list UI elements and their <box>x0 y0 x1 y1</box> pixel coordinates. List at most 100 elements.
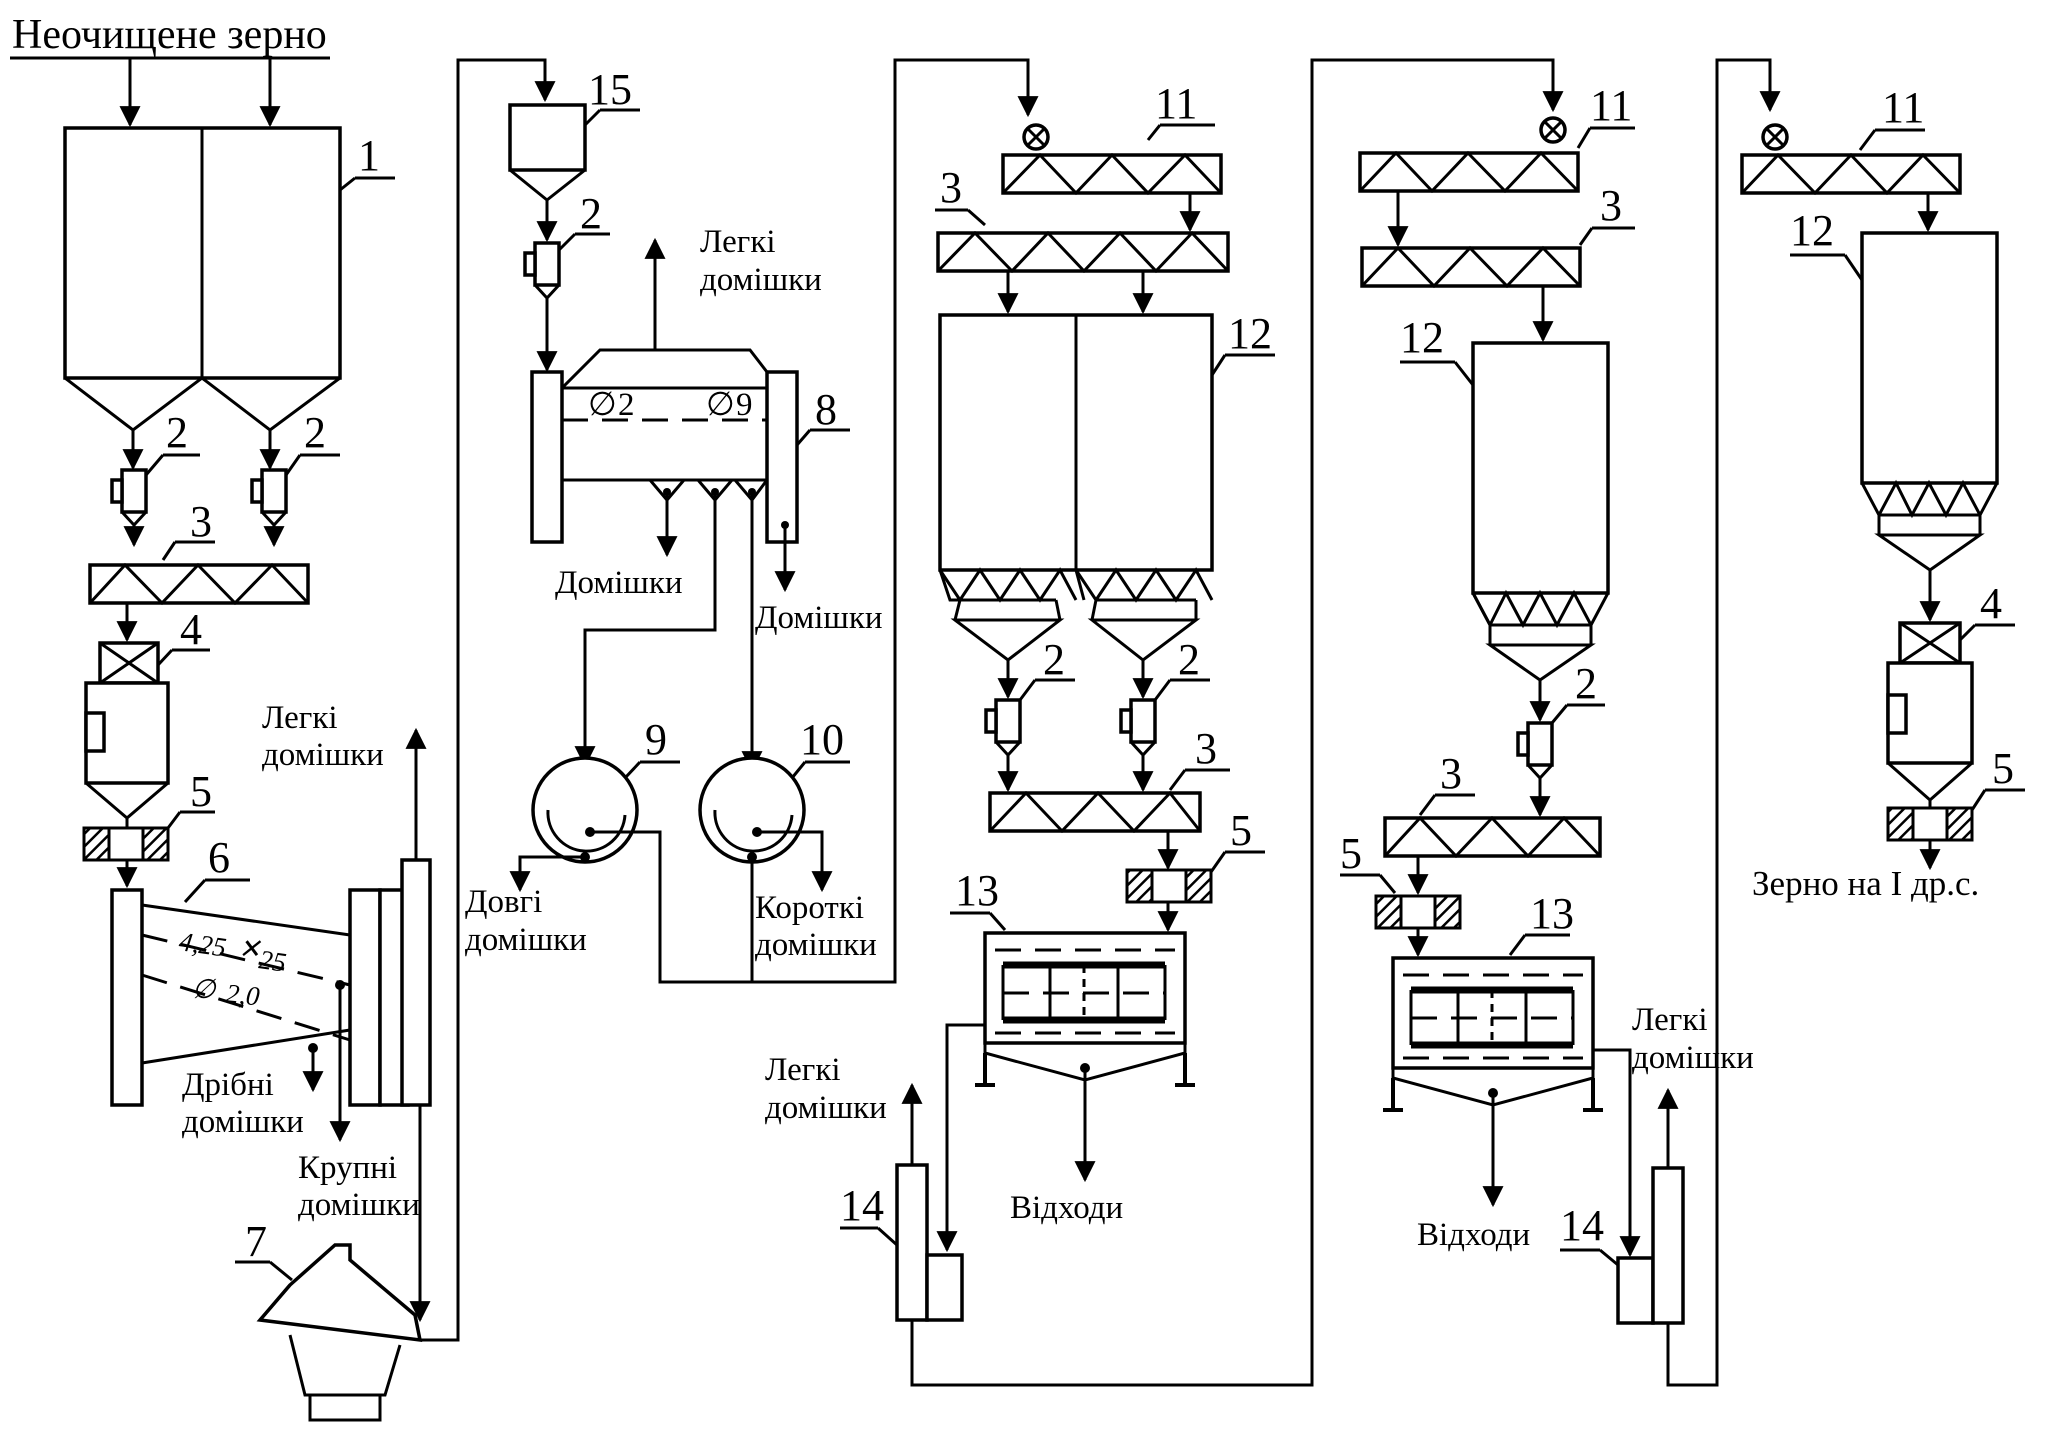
light-imp-a1: Легкі <box>262 700 338 736</box>
separator-8: ∅ 2 ∅ 9 8 <box>530 237 850 773</box>
label-2f: 2 <box>1575 659 1597 708</box>
sieve-label-a2: 25 <box>257 944 288 977</box>
light-imp-b2: домішки <box>700 262 822 298</box>
magnet-5-a: 5 <box>82 767 215 889</box>
label-7: 7 <box>245 1217 267 1266</box>
label-5a: 5 <box>190 767 212 816</box>
bunker-12-c: 12 <box>1790 206 1999 623</box>
label-8: 8 <box>815 385 837 434</box>
label-13b: 13 <box>1530 889 1574 938</box>
conveyor-3-e: 3 <box>1383 749 1602 896</box>
svg-text:∅: ∅ <box>706 387 735 423</box>
coarse-imp-2: домішки <box>298 1187 420 1223</box>
feeder-2-left: 2 <box>110 408 200 548</box>
conveyor-11-c: 11 <box>1740 83 1962 233</box>
scourer-13-b: 13 <box>1383 889 1603 1208</box>
svg-text:✕: ✕ <box>238 934 262 964</box>
label-15: 15 <box>588 65 632 114</box>
label-1: 1 <box>358 131 380 180</box>
label-6: 6 <box>208 833 230 882</box>
bunker-12-b: 12 <box>1400 313 1610 723</box>
label-3a: 3 <box>190 497 212 546</box>
bunker-12-a: 12 <box>938 309 1275 700</box>
label-10: 10 <box>800 715 844 764</box>
label-2d: 2 <box>1043 635 1065 684</box>
feeder-2-right: 2 <box>250 408 340 548</box>
svg-text:∅: ∅ <box>588 387 617 423</box>
svg-text:∅: ∅ <box>192 974 217 1004</box>
fine-imp-2: домішки <box>182 1104 304 1140</box>
aspirator-14-b: 14 <box>1560 58 1781 1387</box>
light-imp-d2: домішки <box>1632 1040 1754 1076</box>
long-imp-1: Довгі <box>465 884 542 920</box>
aspirator-14-a: 14 <box>840 58 1564 1387</box>
conveyor-3-c: 3 <box>988 724 1230 871</box>
label-2b: 2 <box>304 408 326 457</box>
label-13a: 13 <box>955 866 999 915</box>
label-3c: 3 <box>1195 724 1217 773</box>
sieve-label-c: 2 <box>618 387 635 423</box>
label-12c: 12 <box>1790 206 1834 255</box>
section-tempering: 11 3 12 <box>765 58 1564 1387</box>
conveyor-11-b: 11 <box>1358 81 1635 248</box>
light-imp-d1: Легкі <box>1632 1002 1708 1038</box>
label-5c: 5 <box>1340 829 1362 878</box>
separator-4-b: 4 <box>1886 579 2015 808</box>
label-5b: 5 <box>1230 806 1252 855</box>
waste-a: Відходи <box>1010 1190 1123 1226</box>
section-tempering-2: 11 3 12 2 <box>1340 58 1781 1387</box>
label-9: 9 <box>645 715 667 764</box>
magnet-5-c: 5 <box>1340 829 1462 958</box>
sieve-label-b: 2,0 <box>224 978 261 1011</box>
light-imp-c1: Легкі <box>765 1052 841 1088</box>
label-11b: 11 <box>1590 81 1632 130</box>
section-cleaning: 15 2 ∅ 2 ∅ 9 8 <box>465 58 1039 984</box>
feeder-2-d: 2 <box>984 635 1075 793</box>
scourer-13-a: 13 <box>950 866 1195 1183</box>
short-imp-1: Короткі <box>755 890 864 926</box>
coarse-imp-1: Крупні <box>298 1150 397 1186</box>
label-4a: 4 <box>180 605 202 654</box>
feeder-2-f: 2 <box>1516 659 1605 818</box>
sieve-label-a: 4,25 <box>177 926 228 962</box>
link-2-3 <box>640 58 1039 984</box>
separator-4-a: 4 <box>84 605 210 828</box>
long-imp-2: домішки <box>465 922 587 958</box>
link-1-2 <box>420 58 556 1342</box>
label-3d: 3 <box>1600 181 1622 230</box>
bunker-1: 1 <box>63 126 395 432</box>
label-12b: 12 <box>1400 313 1444 362</box>
light-imp-a2: домішки <box>262 737 384 773</box>
machine-7: 7 <box>235 1217 423 1422</box>
label-3e: 3 <box>1440 749 1462 798</box>
label-2a: 2 <box>166 408 188 457</box>
trieur-9: 9 <box>509 715 680 893</box>
section-intake: Неочищене зерно 1 2 <box>10 12 556 1422</box>
label-2e: 2 <box>1178 635 1200 684</box>
trieur-10: 10 <box>698 715 850 893</box>
section-output: 11 12 4 5 <box>1740 83 2025 903</box>
conveyor-3-b: 3 <box>935 163 1230 315</box>
output-label: Зерно на І др.с. <box>1752 864 1979 903</box>
label-11c: 11 <box>1882 83 1924 132</box>
conveyor-3-a: 3 <box>88 497 310 643</box>
conveyor-11-a: 11 <box>1001 79 1223 233</box>
sieve-label-d: 9 <box>736 387 753 423</box>
label-5d: 5 <box>1992 744 2014 793</box>
magnet-5-d: 5 <box>1886 744 2025 871</box>
label-2c: 2 <box>580 189 602 238</box>
feeder-2-e: 2 <box>1119 635 1210 793</box>
label-14a: 14 <box>840 1181 884 1230</box>
imp-label-2: Домішки <box>755 600 883 636</box>
fine-imp-1: Дрібні <box>182 1067 274 1103</box>
label-4b: 4 <box>1980 579 2002 628</box>
waste-b: Відходи <box>1417 1217 1530 1253</box>
label-14b: 14 <box>1560 1201 1604 1250</box>
label-11a: 11 <box>1155 79 1197 128</box>
light-imp-b1: Легкі <box>700 224 776 260</box>
imp-label-1: Домішки <box>555 565 683 601</box>
label-3b: 3 <box>940 163 962 212</box>
magnet-5-b: 5 <box>1125 806 1265 933</box>
raw-grain-title: Неочищене зерно <box>12 12 327 58</box>
